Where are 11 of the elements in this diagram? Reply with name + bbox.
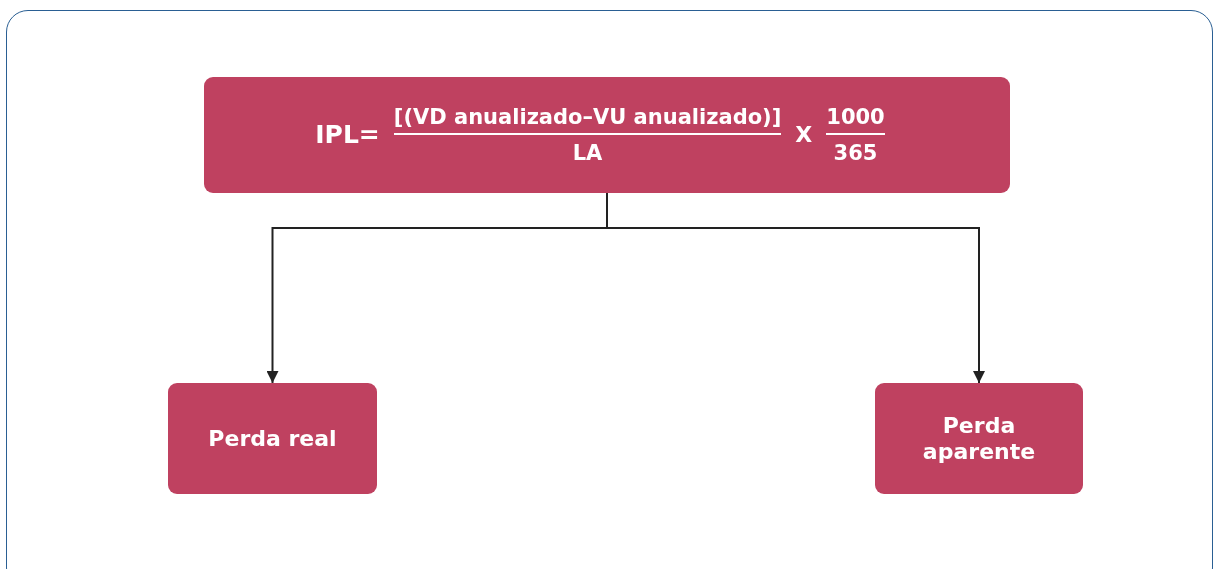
result-box <box>875 383 1083 494</box>
formula-text: IPL= <box>315 120 380 150</box>
numerator-text: [(VD anualizado–VU anualizado)] <box>393 104 782 129</box>
box-label: Perda real <box>208 425 337 452</box>
formula-box <box>204 77 1010 193</box>
denominator-text: 365 <box>833 141 878 166</box>
denominator-text: LA <box>572 141 603 166</box>
box-label: Perda aparente <box>921 413 1037 464</box>
multiply-sign: X <box>795 122 813 148</box>
result-box <box>168 383 377 494</box>
numerator-text: 1000 <box>826 104 885 129</box>
